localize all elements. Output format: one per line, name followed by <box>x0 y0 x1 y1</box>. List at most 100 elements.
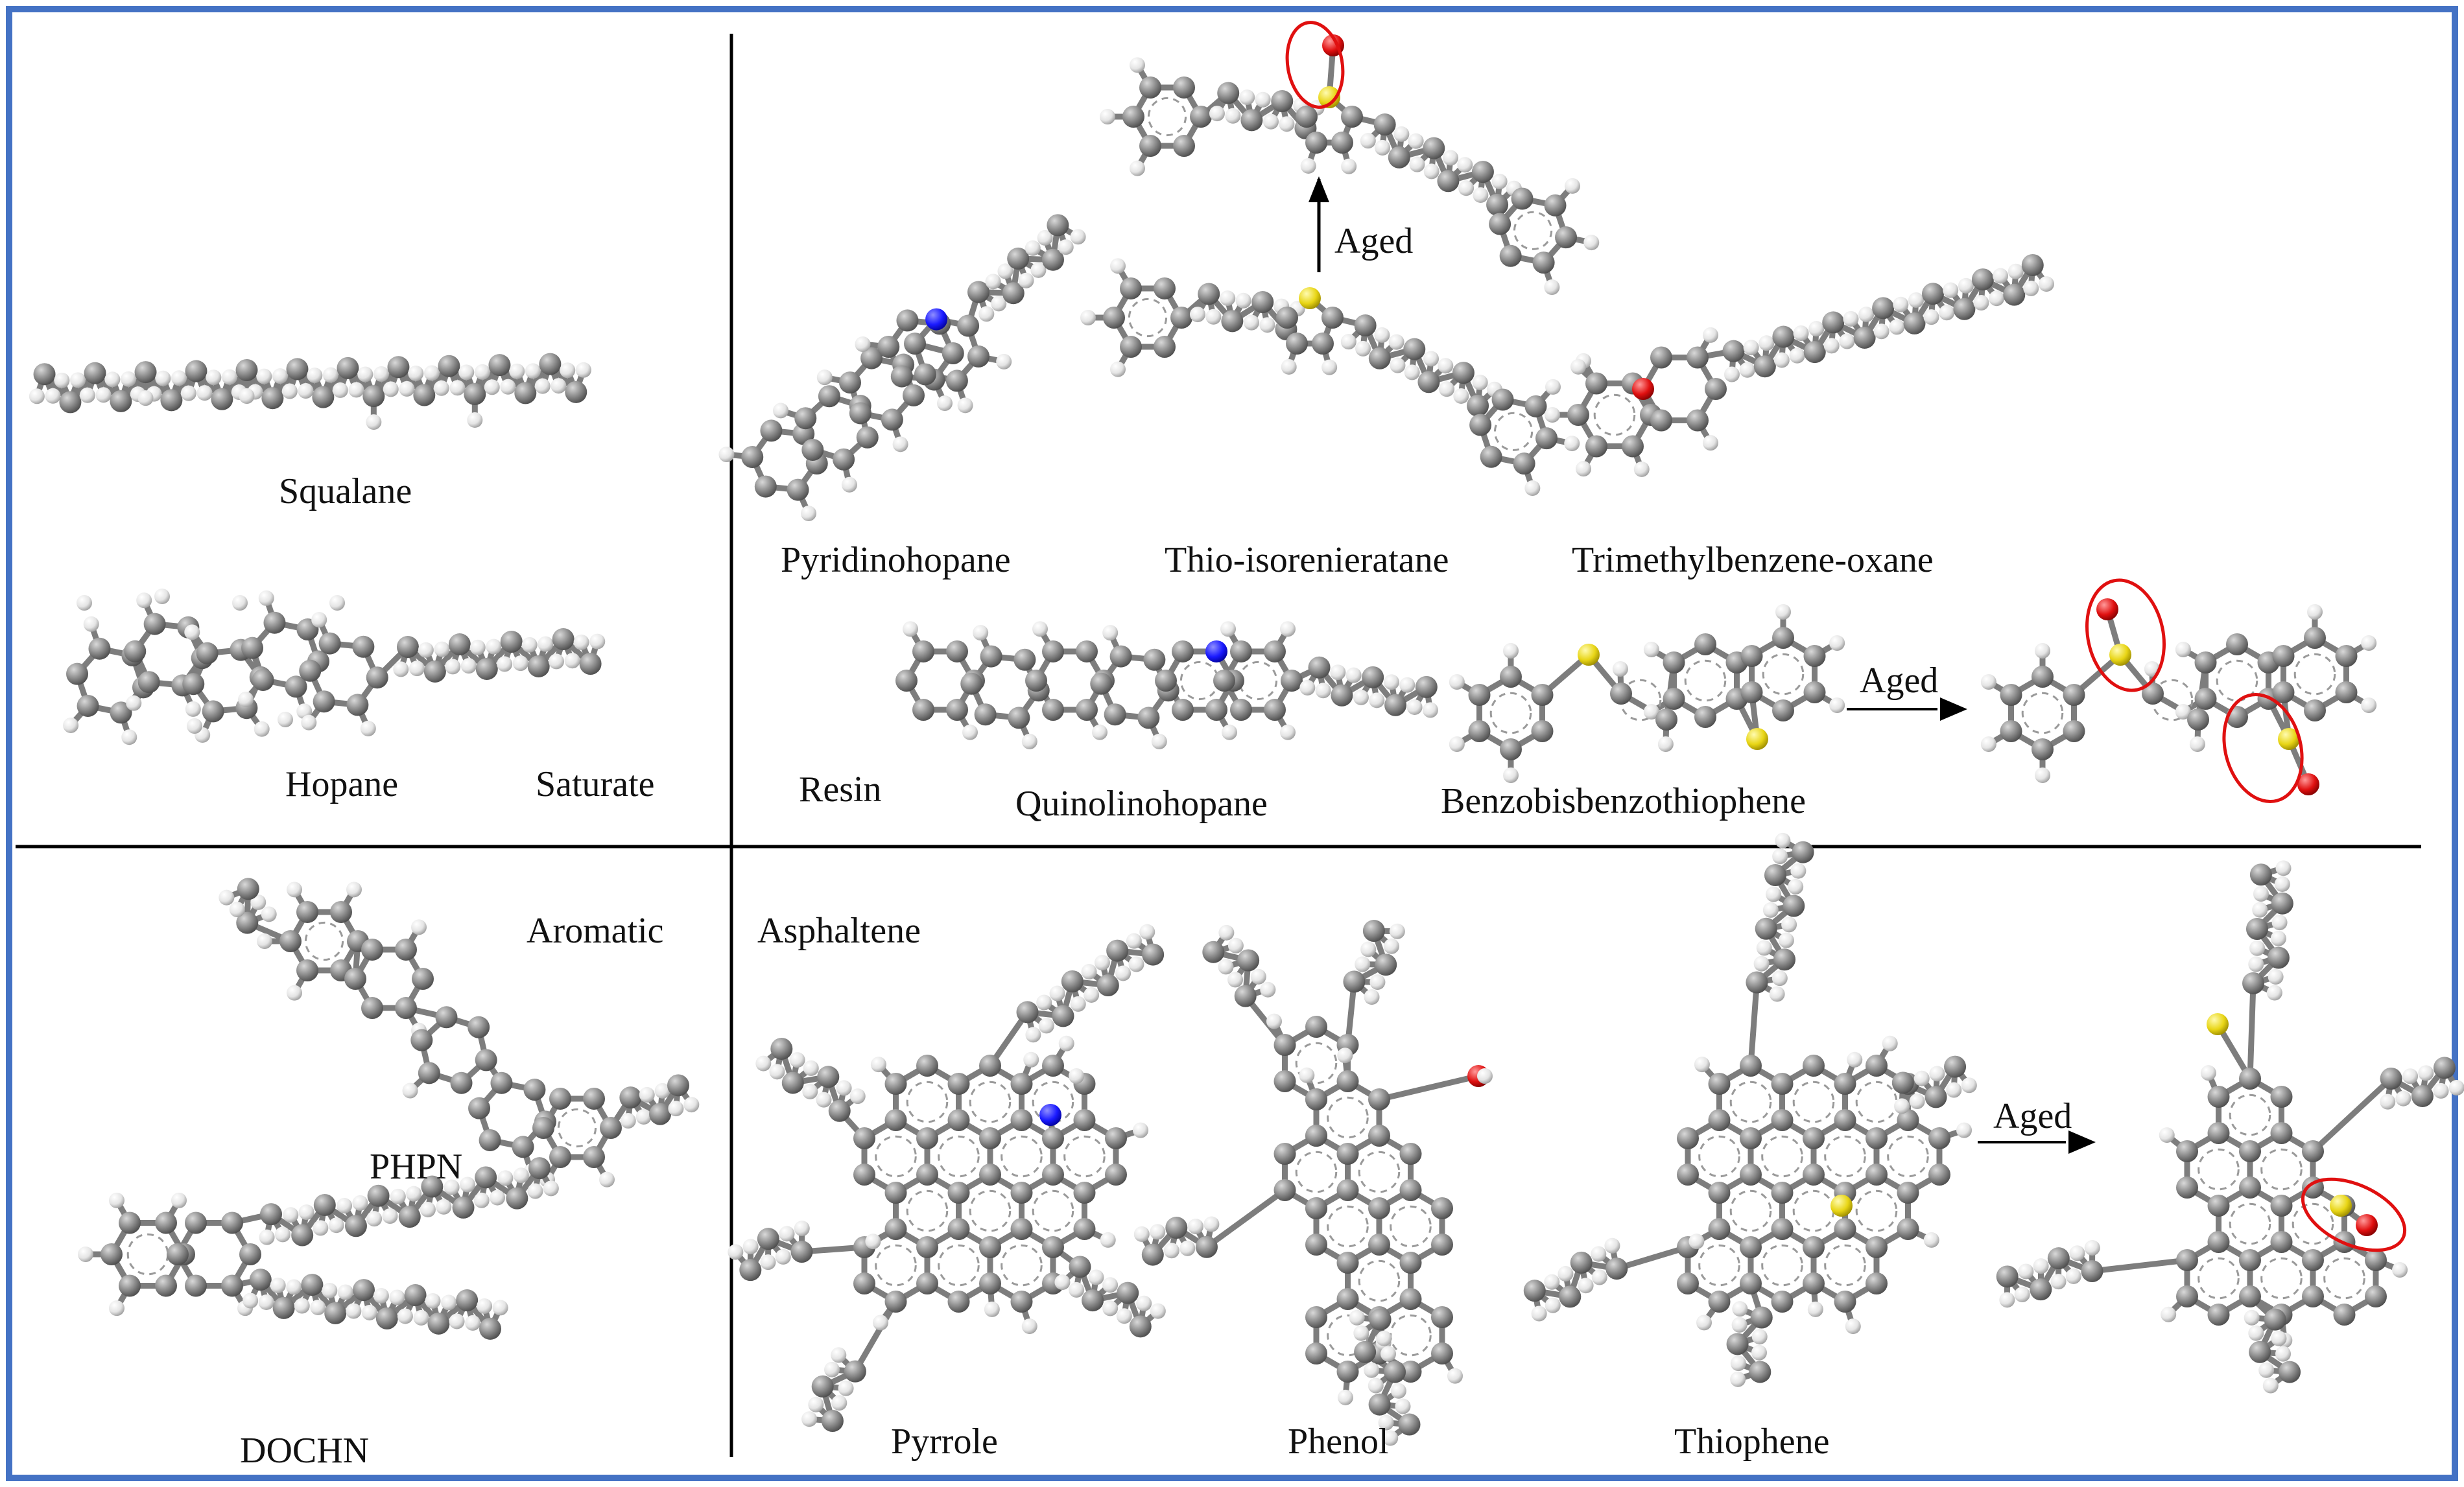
atom-c <box>490 1071 513 1094</box>
atom-h <box>1730 1355 1746 1372</box>
atom-h <box>1070 996 1086 1012</box>
aged-arrow-resin-head <box>1940 697 1967 721</box>
label-phpn: PHPN <box>370 1147 463 1187</box>
atom-h <box>1453 388 1469 404</box>
atom-c <box>1499 244 1522 267</box>
atom-c <box>1773 948 1796 971</box>
atom-h <box>1458 180 1475 196</box>
atom-c <box>1740 1127 1762 1149</box>
atom-n <box>925 308 948 331</box>
atom-c <box>884 1182 907 1204</box>
atom-c <box>119 1274 141 1297</box>
atom-c <box>479 1129 501 1151</box>
atom-c <box>1500 666 1522 688</box>
atom-h <box>599 1171 615 1188</box>
atom-h <box>2248 956 2264 972</box>
atom-h <box>816 369 833 386</box>
atom-h <box>1163 1243 1179 1259</box>
atom-c <box>1137 707 1160 729</box>
atom-c <box>1047 214 1069 237</box>
atom-c <box>2239 1285 2261 1307</box>
atom-h <box>538 636 554 652</box>
atom-c <box>853 1272 876 1294</box>
atom-h <box>1759 335 1775 351</box>
atom-h <box>1187 1219 1203 1235</box>
molecule-dochn <box>78 1157 559 1340</box>
atom-c <box>1677 1127 1700 1149</box>
atom-h <box>2433 1083 2449 1099</box>
atom-h <box>109 1300 124 1317</box>
atom-c <box>1694 706 1716 728</box>
atom-h <box>2035 643 2050 659</box>
molecule-pyrrole-asphaltene <box>728 924 1166 1433</box>
atom-c <box>916 1272 938 1294</box>
atom-h <box>1102 1300 1119 1317</box>
atom-c <box>1802 1236 1825 1258</box>
atom-h <box>512 655 528 672</box>
atom-c <box>235 358 258 381</box>
atom-h <box>1808 321 1825 337</box>
atom-c <box>59 391 82 414</box>
atom-c <box>1783 895 1805 917</box>
molecule-trimethylbenzene-oxane <box>1545 253 2054 477</box>
atom-h <box>1376 1330 1392 1346</box>
atom-h <box>1545 379 1561 395</box>
atom-c <box>2176 1249 2199 1271</box>
atom-c <box>1610 683 1632 705</box>
atom-s <box>1299 287 1321 309</box>
atom-h <box>718 447 735 463</box>
atom-c <box>1120 336 1142 358</box>
atom-c <box>1073 1182 1096 1204</box>
atom-h <box>1369 974 1386 990</box>
atom-c <box>821 1410 844 1433</box>
atom-c <box>1746 971 1768 994</box>
atom-c <box>884 1291 907 1313</box>
atom-c <box>1010 1182 1033 1204</box>
atom-h <box>865 1234 881 1250</box>
atom-c <box>1708 1109 1731 1131</box>
atom-c <box>787 478 809 501</box>
atom-h <box>1266 1013 1282 1029</box>
atom-h <box>802 1083 818 1099</box>
atom-c <box>412 968 434 990</box>
atom-c <box>182 673 205 696</box>
atom-h <box>2418 1065 2434 1081</box>
atom-h <box>668 1101 684 1117</box>
atom-c <box>1834 1291 1856 1313</box>
atom-h <box>1503 643 1519 659</box>
atom-c <box>1897 1109 1919 1131</box>
atom-c <box>421 1175 444 1198</box>
atom-c <box>375 1307 398 1329</box>
atom-h <box>1100 109 1115 124</box>
atom-c <box>1142 943 1165 966</box>
atom-h <box>1069 1068 1084 1084</box>
atom-c <box>1544 194 1567 217</box>
atom-c <box>2239 1068 2261 1090</box>
atom-h <box>551 378 567 394</box>
atom-h <box>287 985 302 1001</box>
atom-c <box>770 1037 793 1060</box>
atom-c <box>160 389 183 412</box>
label-thio-isorenieratane: Thio-isorenieratane <box>1165 540 1449 580</box>
atom-h <box>206 369 222 386</box>
atom-c <box>185 1274 207 1297</box>
atom-h <box>78 1247 93 1262</box>
atom-h <box>836 1080 852 1096</box>
atom-h <box>490 1189 506 1206</box>
atom-c <box>1772 627 1794 649</box>
atom-c <box>967 345 990 368</box>
atom-h <box>1773 352 1790 368</box>
atom-h <box>991 296 1007 312</box>
atom-h <box>683 1097 700 1113</box>
atom-h <box>413 1309 429 1326</box>
atom-s <box>2207 1013 2229 1035</box>
atom-c <box>2207 1231 2230 1253</box>
atom-c <box>1155 670 1177 692</box>
atom-c <box>978 1164 1001 1186</box>
label-thiophene: Thiophene <box>1674 1422 1830 1462</box>
atom-c <box>1834 1218 1856 1240</box>
atom-h <box>779 1226 795 1242</box>
atom-h <box>1578 1278 1594 1294</box>
atom-h <box>337 1198 353 1214</box>
atom-c <box>539 353 562 375</box>
